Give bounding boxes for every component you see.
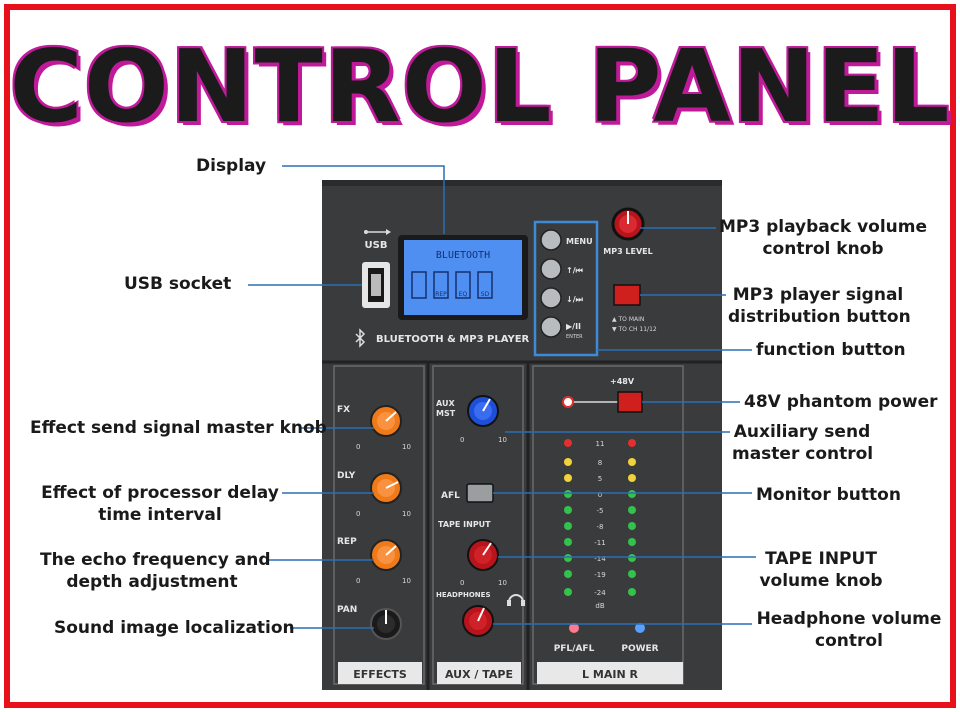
svg-text:10: 10 (402, 510, 411, 518)
svg-text:-14: -14 (594, 555, 606, 563)
svg-text:PAN: PAN (337, 605, 357, 615)
bluetooth-mp3-label: BLUETOOTH & MP3 PLAYER (376, 334, 530, 345)
svg-text:SD: SD (481, 291, 490, 298)
svg-text:AFL: AFL (441, 491, 460, 501)
svg-text:AUX: AUX (436, 399, 455, 408)
svg-text:PFL/AFL: PFL/AFL (554, 644, 595, 654)
next-button[interactable] (540, 287, 562, 309)
section-main (537, 662, 683, 684)
prev-button[interactable] (540, 258, 562, 280)
label-tape-input: TAPE INPUT volume knob (759, 549, 883, 591)
svg-text:-19: -19 (594, 571, 605, 579)
rep-knob[interactable] (370, 539, 402, 571)
svg-text:10: 10 (498, 436, 507, 444)
headphone-volume-knob[interactable] (462, 605, 494, 637)
svg-text:0: 0 (356, 510, 360, 518)
phantom-power-button[interactable] (617, 391, 643, 413)
svg-text:MENU: MENU (566, 237, 593, 246)
label-sound-image: Sound image localization (54, 618, 295, 638)
svg-text:▶/II: ▶/II (566, 322, 581, 331)
svg-text:▲ TO MAIN: ▲ TO MAIN (612, 316, 644, 323)
label-delay: Effect of processor delay time interval (41, 483, 279, 525)
svg-text:AUX / TAPE: AUX / TAPE (445, 668, 513, 681)
level-meter: 11 8 5 0 -5 -8 -11 -14 -19 -24 dB (564, 439, 636, 610)
label-mp3-signal: MP3 player signal distribution button (728, 285, 911, 327)
page-title: CONTROL PANEL (9, 28, 951, 145)
svg-text:dB: dB (595, 602, 604, 610)
label-phantom-power: 48V phantom power (744, 392, 938, 412)
pfl-afl-led (569, 623, 579, 633)
svg-text:FX: FX (337, 405, 350, 415)
svg-text:-8: -8 (597, 523, 604, 531)
phantom-led (562, 396, 574, 408)
red-frame (4, 4, 956, 708)
svg-text:0: 0 (460, 579, 464, 587)
svg-text:EQ: EQ (459, 291, 468, 298)
mp3-signal-button[interactable] (613, 284, 641, 306)
label-headphone-volume: Headphone volume control (756, 609, 942, 651)
svg-text:↓/⏭: ↓/⏭ (566, 295, 584, 304)
svg-text:TAPE INPUT: TAPE INPUT (438, 520, 491, 529)
svg-text:EFFECTS: EFFECTS (353, 668, 407, 681)
svg-text:0: 0 (356, 443, 360, 451)
callout-lines (248, 165, 756, 629)
display-icons: REP EQ SD (411, 271, 493, 299)
display-text: BLUETOOTH (436, 250, 490, 261)
svg-text:↑/⏮: ↑/⏮ (566, 266, 583, 275)
dly-knob[interactable] (370, 472, 402, 504)
headphones-icon (507, 594, 525, 606)
svg-text:10: 10 (402, 577, 411, 585)
aux-master-knob[interactable] (467, 395, 499, 427)
svg-text:ENTER: ENTER (566, 334, 583, 340)
svg-text:REP: REP (435, 291, 447, 298)
svg-text:DLY: DLY (337, 471, 356, 481)
svg-text:-5: -5 (597, 507, 604, 515)
section-aux-tape (437, 662, 521, 684)
svg-text:-24: -24 (594, 589, 606, 597)
svg-text:0: 0 (356, 577, 360, 585)
mp3-level-label: MP3 LEVEL (603, 247, 653, 256)
function-button-group (533, 220, 599, 357)
usb-label: USB (365, 240, 388, 251)
menu-buttons: MENU ↑/⏮ ↓/⏭ ▶/II ENTER (540, 229, 593, 340)
pan-knob[interactable] (370, 608, 402, 640)
afl-monitor-button[interactable] (466, 483, 494, 503)
power-led (635, 623, 645, 633)
play-pause-button[interactable] (540, 316, 562, 338)
label-monitor-button: Monitor button (756, 485, 901, 505)
menu-button[interactable] (540, 229, 562, 251)
svg-text:POWER: POWER (621, 644, 658, 654)
svg-text:MST: MST (436, 409, 456, 418)
svg-text:L MAIN R: L MAIN R (582, 668, 638, 681)
svg-text:0: 0 (598, 491, 602, 499)
usb-icon (364, 229, 391, 235)
svg-text:HEADPHONES: HEADPHONES (436, 591, 491, 599)
svg-text:▼ TO CH 11/12: ▼ TO CH 11/12 (612, 326, 657, 333)
label-echo: The echo frequency and depth adjustment (40, 550, 271, 592)
mp3-level-knob[interactable] (611, 207, 645, 241)
label-usb-socket: USB socket (124, 274, 232, 294)
svg-text:10: 10 (498, 579, 507, 587)
label-aux-send: Auxiliary send master control (732, 422, 874, 464)
label-function-button: function button (756, 340, 906, 360)
svg-text:11: 11 (596, 440, 605, 448)
svg-text:8: 8 (598, 459, 602, 467)
svg-text:5: 5 (598, 475, 602, 483)
section-effects (338, 662, 422, 684)
svg-text:0: 0 (460, 436, 464, 444)
svg-text:-11: -11 (594, 539, 605, 547)
svg-text:+48V: +48V (610, 377, 635, 386)
fx-knob[interactable] (370, 405, 402, 437)
svg-text:REP: REP (337, 537, 357, 547)
effects-scale-labels: 0 10 0 10 0 10 (356, 443, 411, 585)
bluetooth-icon (355, 328, 366, 348)
tape-input-knob[interactable] (467, 539, 499, 571)
label-display: Display (196, 156, 267, 176)
svg-text:10: 10 (402, 443, 411, 451)
label-mp3-volume: MP3 playback volume control knob (718, 217, 928, 259)
label-effect-send: Effect send signal master knob (30, 418, 327, 438)
